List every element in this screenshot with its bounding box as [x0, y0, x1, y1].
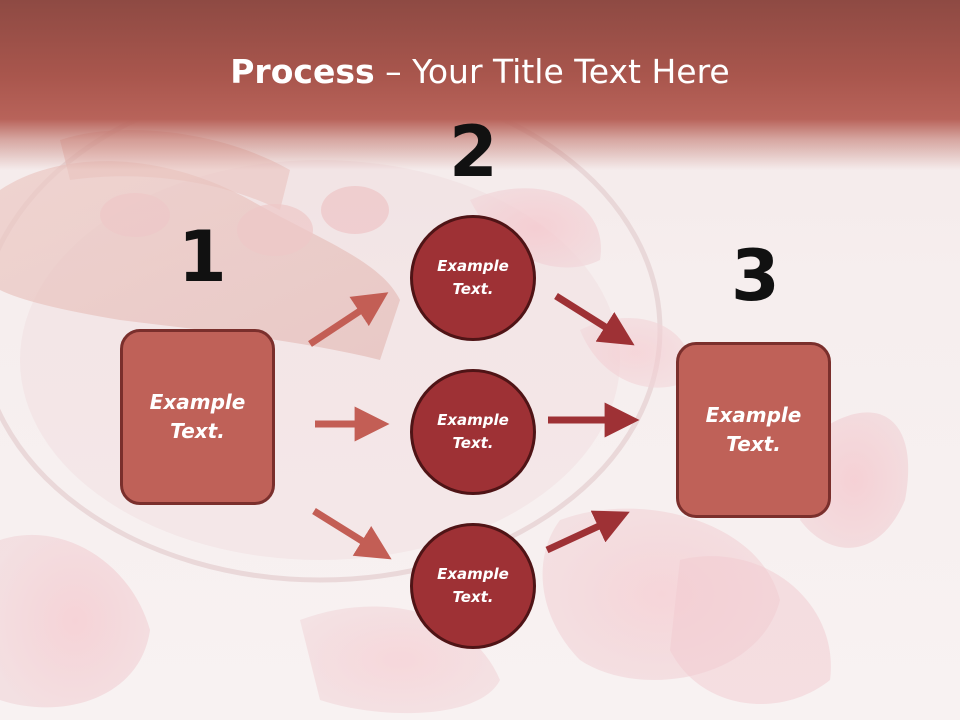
step-1-text: Example Text. [149, 390, 246, 443]
arrow-1-to-2-top [308, 292, 389, 347]
step-number-1: 1 [178, 216, 227, 298]
step-2-circle-middle-text: Example Text. [437, 411, 509, 452]
step-2-circle-top-text: Example Text. [437, 257, 509, 298]
step-2-circle-middle: Example Text. [410, 369, 536, 495]
step-number-3: 3 [731, 235, 780, 317]
slide-title: Process – Your Title Text Here [0, 52, 960, 91]
title-separator: – [374, 52, 413, 91]
step-3-text: Example Text. [705, 403, 802, 456]
step-2-circle-top: Example Text. [410, 215, 536, 341]
step-1-box: Example Text. [120, 329, 275, 505]
title-bar [0, 0, 960, 170]
step-2-circle-bottom: Example Text. [410, 523, 536, 649]
title-text: Your Title Text Here [412, 52, 730, 91]
arrow-1-to-2-bottom [312, 508, 392, 560]
step-2-circle-bottom-text: Example Text. [437, 565, 509, 606]
arrow-2-to-3-top [554, 293, 635, 346]
step-3-box: Example Text. [676, 342, 831, 518]
title-bold: Process [230, 52, 375, 91]
step-number-2: 2 [449, 111, 498, 193]
arrow-2-to-3-bottom [545, 510, 630, 554]
